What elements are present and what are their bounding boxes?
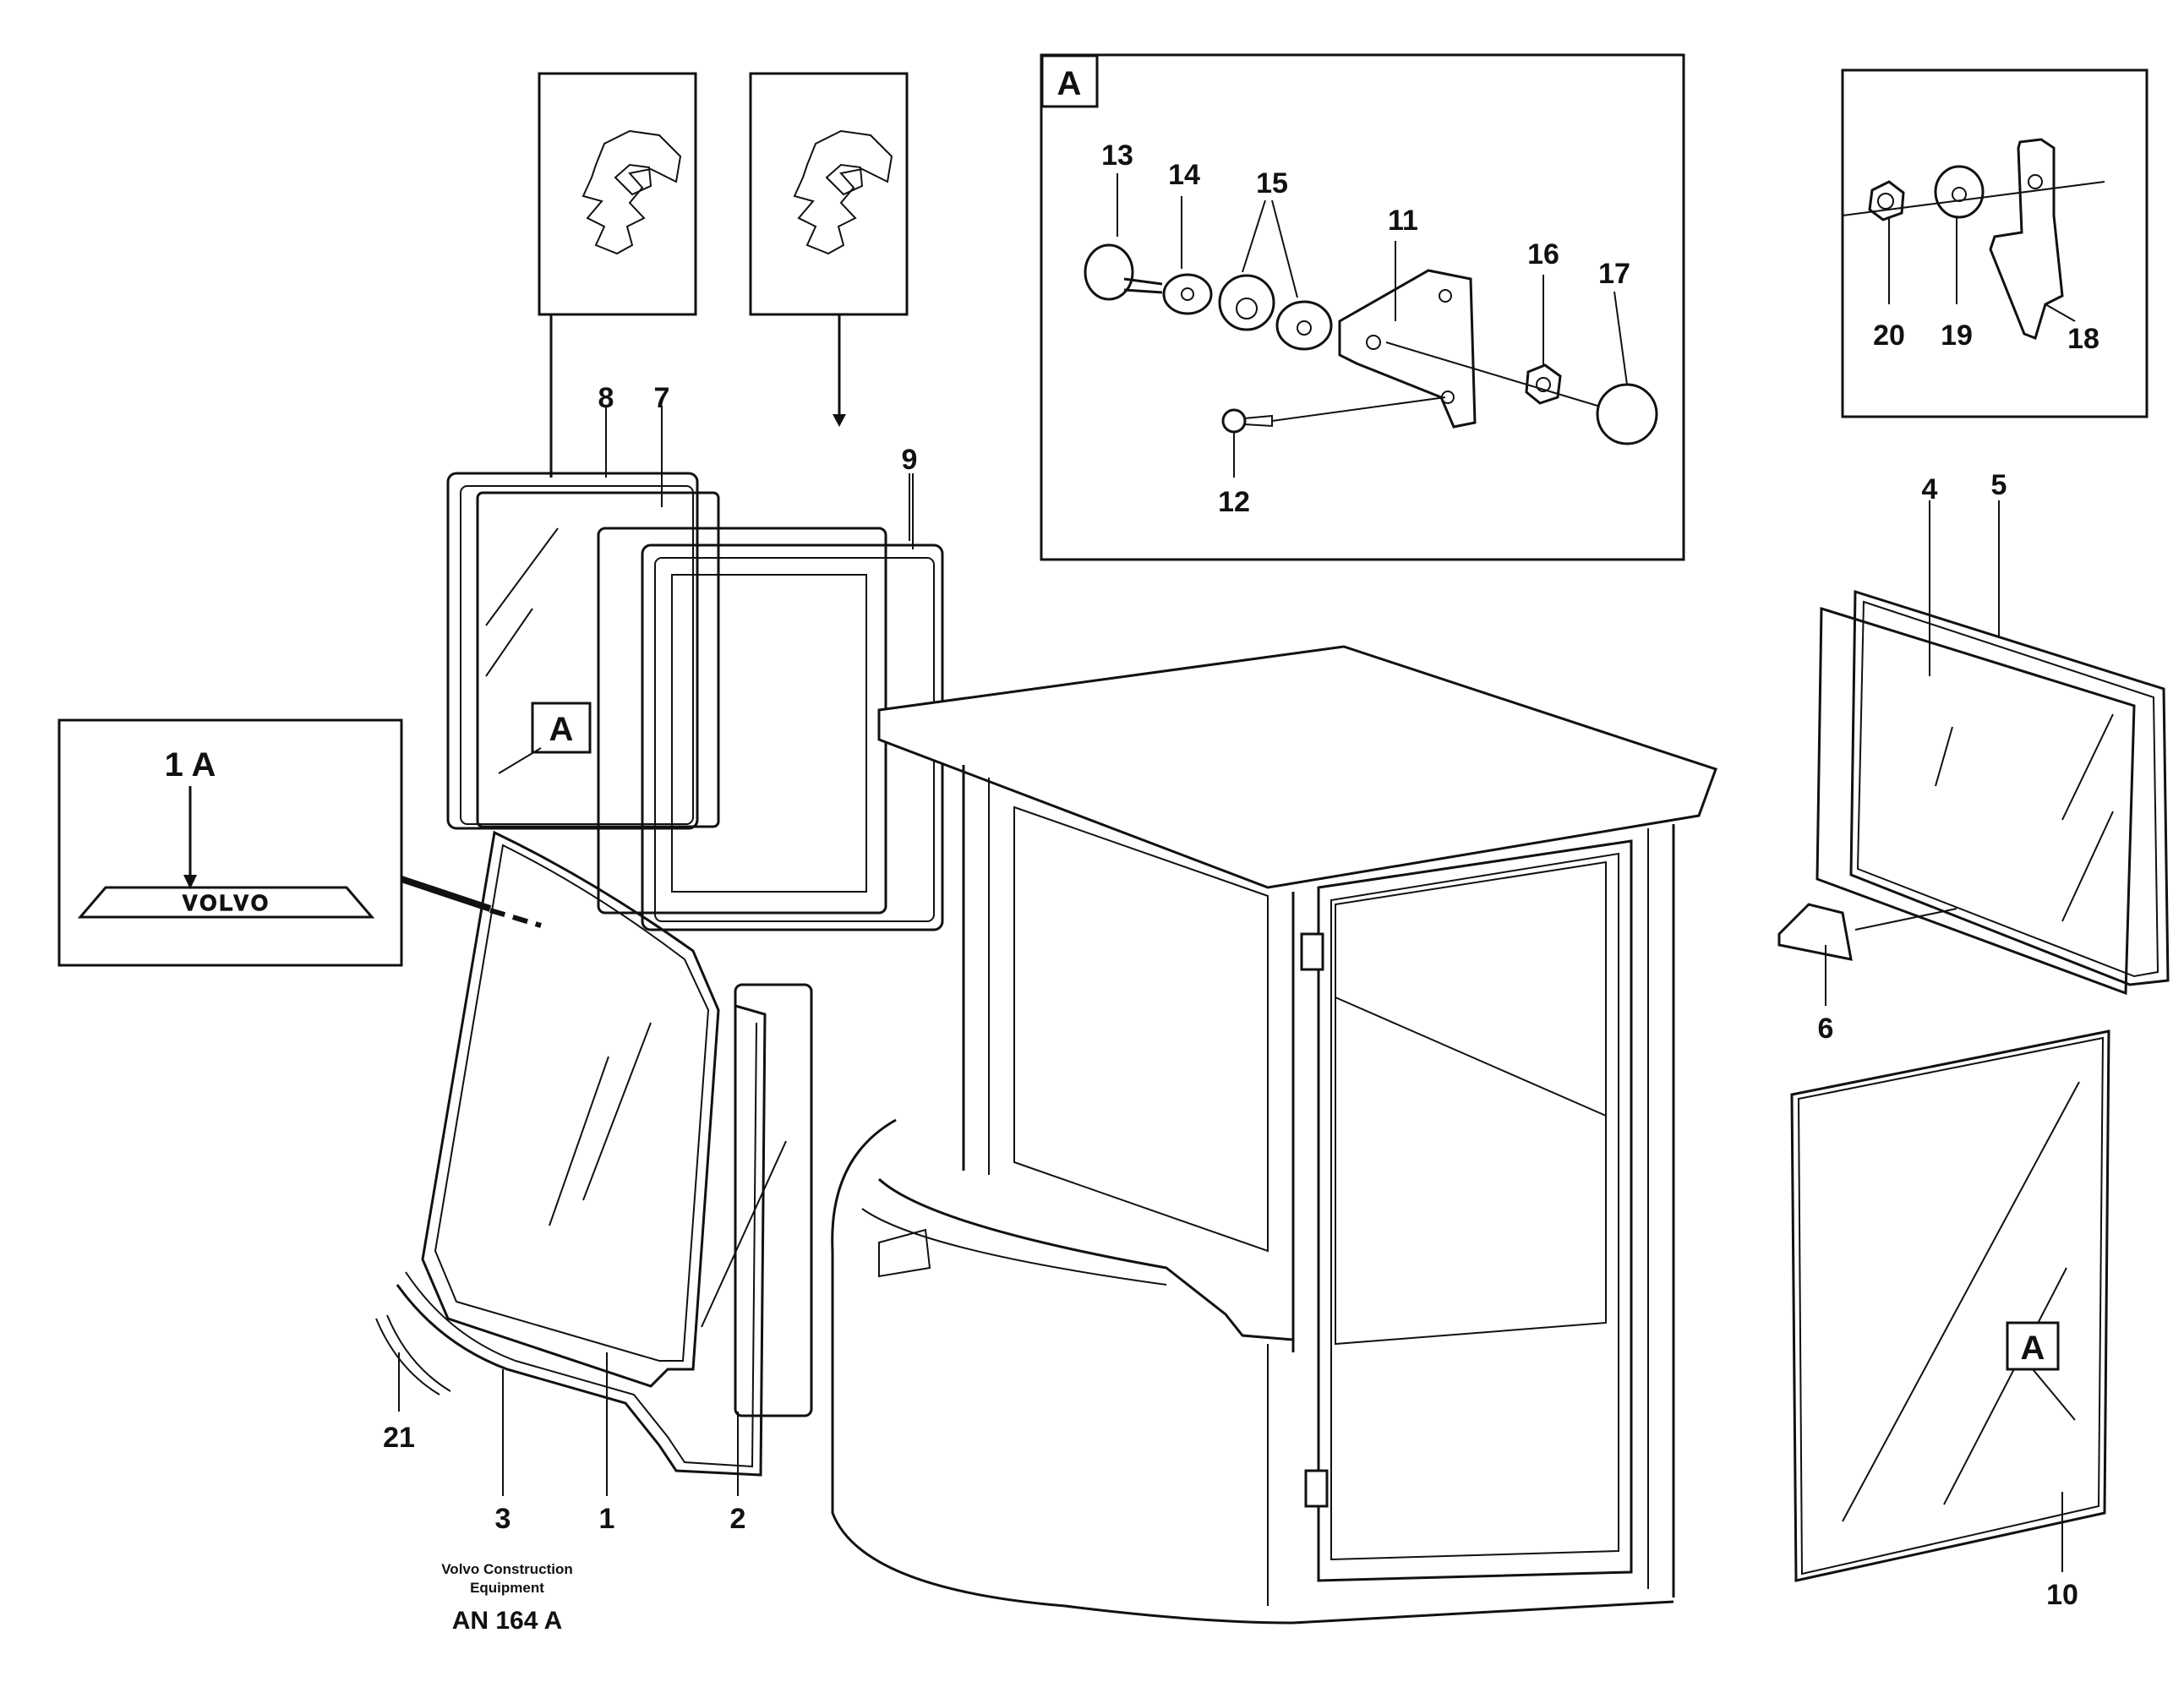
callout-7: 7 [654, 382, 670, 414]
callout-a-left [498, 702, 592, 774]
wedge-part-6 [1777, 903, 1957, 961]
detail-a-ref-left: A [549, 711, 574, 748]
footer-company-line1: Volvo Construction [441, 1561, 573, 1577]
callout-21: 21 [383, 1422, 415, 1454]
callout-1: 1 [599, 1503, 615, 1535]
detail-a-ref-door: A [2021, 1330, 2045, 1367]
callout-20: 20 [1873, 319, 1905, 352]
window-panel-7-8 [446, 472, 720, 830]
callout-1a: 1 A [165, 746, 216, 784]
callout-11: 11 [1388, 205, 1418, 237]
footer-company-line2: Equipment [470, 1580, 544, 1596]
footer-drawing-code: AN 164 A [452, 1607, 563, 1635]
seal-profile-inset-1 [538, 72, 697, 316]
cab-body [831, 645, 1717, 1625]
callout-5: 5 [1991, 469, 2007, 501]
callout-19: 19 [1941, 319, 1973, 352]
leader-lines [398, 173, 2076, 1572]
fastener-inset [1841, 68, 2149, 418]
windshield-assembly [396, 830, 813, 1477]
leader-emblem [400, 876, 492, 912]
arrow-head [833, 414, 846, 427]
detail-a-title: A [1057, 65, 1082, 102]
callout-4: 4 [1922, 473, 1938, 505]
seal-profile-inset-2 [749, 72, 909, 316]
detail-a-box [1040, 53, 1685, 561]
callout-8: 8 [598, 382, 614, 414]
emblem-text: VOLVO [183, 890, 270, 915]
callout-17: 17 [1598, 258, 1630, 290]
callout-2: 2 [730, 1503, 746, 1535]
emblem-inset [57, 718, 403, 967]
callout-6: 6 [1818, 1013, 1834, 1045]
callout-3: 3 [495, 1503, 511, 1535]
callout-10: 10 [2046, 1579, 2078, 1611]
side-window-4-5 [1815, 589, 2170, 996]
callout-18: 18 [2067, 323, 2099, 355]
callout-12: 12 [1218, 486, 1250, 518]
callout-15: 15 [1256, 167, 1288, 199]
callout-9: 9 [902, 444, 918, 476]
callout-13: 13 [1101, 139, 1133, 172]
callout-16: 16 [1527, 238, 1559, 270]
door-glass-10 [1790, 1029, 2110, 1582]
callout-14: 14 [1168, 159, 1200, 191]
